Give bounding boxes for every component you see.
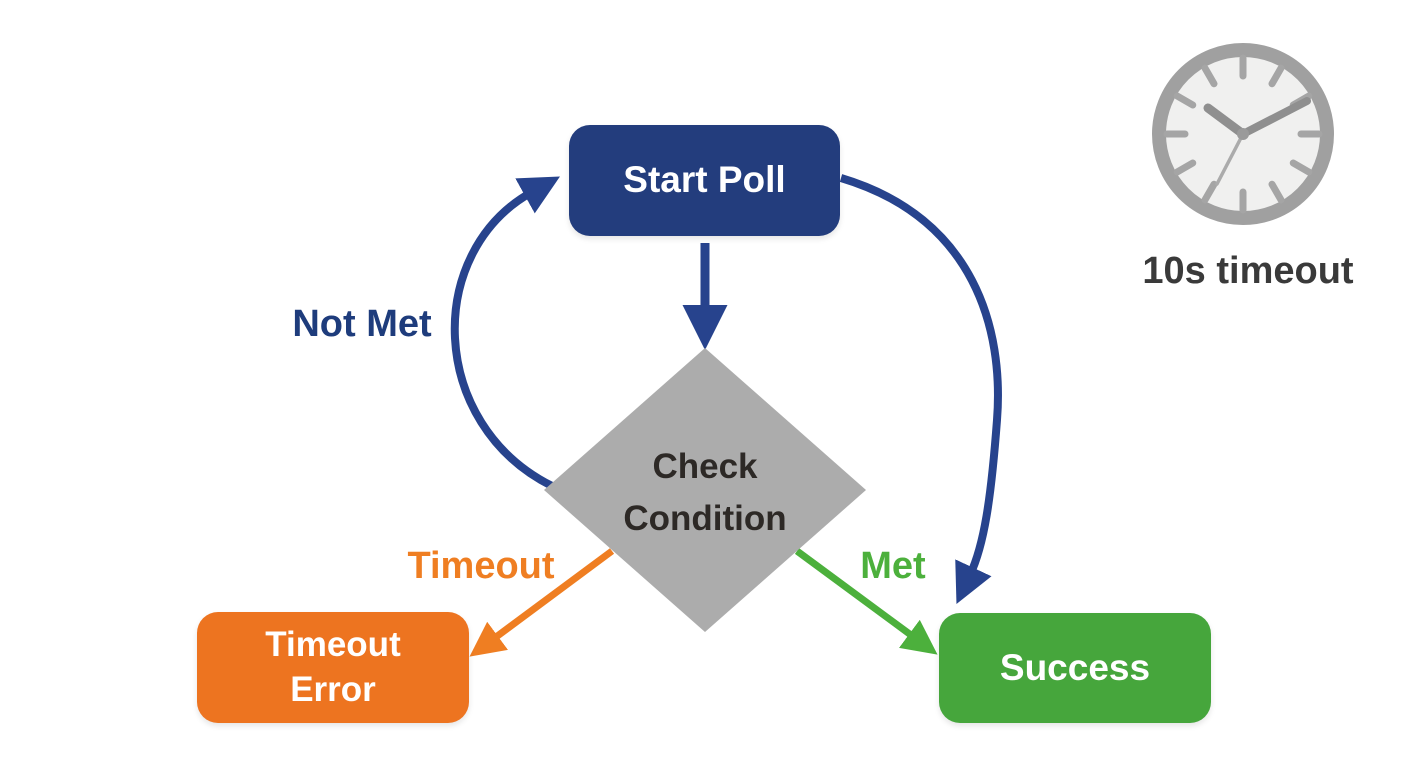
success-label: Success [999, 646, 1151, 688]
timeout-error-node: Timeout Error [197, 612, 469, 723]
arrow-not-met-loop [450, 176, 560, 490]
check-condition-label-line2: Condition [623, 499, 787, 538]
arrow-met [794, 548, 938, 655]
met-edge-label: Met [860, 545, 926, 587]
start-poll-label: Start Poll [623, 159, 786, 201]
arrow-timeout [469, 548, 615, 657]
timeout-caption: 10s timeout [1142, 250, 1354, 292]
arrow-start-to-success [839, 174, 1002, 605]
timeout-edge-label: Timeout [407, 545, 555, 587]
check-condition-label: Check Condition [585, 441, 825, 545]
timeout-error-label-line2: Error [290, 669, 376, 709]
success-node: Success [939, 613, 1211, 723]
not-met-edge-label: Not Met [292, 303, 432, 345]
timeout-error-label-line1: Timeout [265, 624, 401, 664]
start-poll-node: Start Poll [569, 125, 840, 236]
check-condition-label-line1: Check [652, 447, 758, 486]
check-condition-diamond [544, 348, 866, 632]
clock-icon [1152, 43, 1334, 225]
